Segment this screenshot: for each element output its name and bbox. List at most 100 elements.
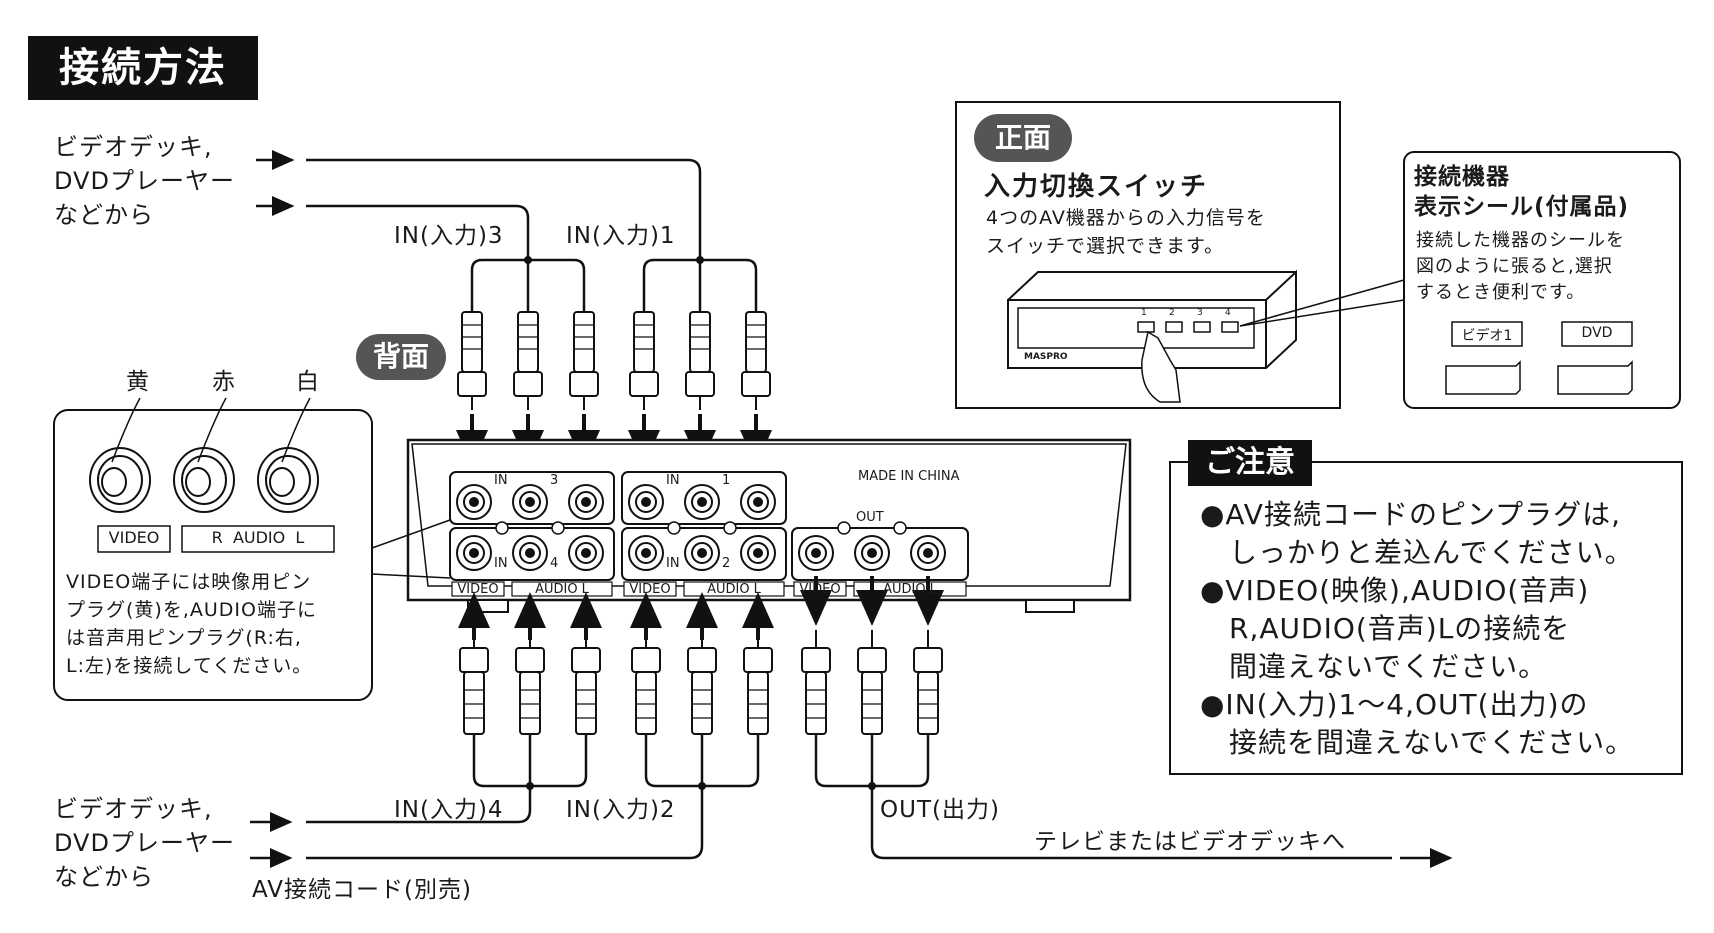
panel-bottom-label-2: AUDIO L: [535, 582, 589, 597]
made-in-label: MADE IN CHINA: [858, 469, 960, 484]
front-desc-line-2: スイッチで選択できます。: [986, 235, 1225, 257]
jack-detail-callout: [53, 397, 451, 701]
sticker-desc-line-2: 図のように張ると,選択: [1416, 256, 1613, 277]
jack-in4-audio-l: [568, 535, 604, 571]
page-title: 接続方法: [28, 36, 258, 100]
source-bottom-line-3: などから: [54, 863, 154, 891]
panel-num-2: 2: [722, 556, 731, 571]
caution-box: [1169, 461, 1683, 775]
color-white: 白: [296, 369, 320, 395]
plug-in1-audio-l: [741, 311, 771, 410]
plug-in3-audio-r: [513, 311, 543, 410]
bottom-plug-ribs: [464, 689, 938, 719]
front-button-4: 4: [1225, 308, 1231, 318]
jack-in4-audio-r: [512, 535, 548, 571]
caution-line-1: ●AV接続コードのピンプラグは,: [1200, 498, 1622, 531]
detail-audio-label: R AUDIO L: [211, 528, 305, 547]
jack-out-audio-l: [910, 535, 946, 571]
caution-line-7: 接続を間違えないでください。: [1200, 726, 1635, 759]
panel-num-1: 1: [722, 473, 731, 488]
sticker-heading-line-1: 接続機器: [1414, 164, 1510, 190]
sticker-heading: 接続機器 表示シール(付属品): [1414, 162, 1629, 222]
panel-bottom-label-5: VIDEO: [799, 582, 841, 597]
panel-bottom-label-4: AUDIO L: [707, 582, 761, 597]
panel-in-label-1: IN: [666, 473, 680, 488]
jack-in4-video: [456, 535, 492, 571]
source-top-line-2: DVDプレーヤー: [54, 167, 235, 195]
panel-bottom-label-1: VIDEO: [457, 582, 499, 597]
jack-out-video: [798, 535, 834, 571]
sticker-item-video1: ビデオ1: [1461, 328, 1513, 344]
jack-detail-line-3: は音声用ピンプラグ(R:右,: [66, 627, 302, 649]
panel-in-label-2: IN: [666, 556, 680, 571]
plug-in1-audio-r: [685, 311, 715, 410]
sticker-item-dvd: DVD: [1581, 325, 1613, 341]
caution-line-5: 間違えないでください。: [1200, 650, 1548, 683]
source-top-line-1: ビデオデッキ,: [54, 133, 213, 161]
sticker-desc-line-1: 接続した機器のシールを: [1416, 230, 1625, 251]
top-plug-ribs: [462, 324, 766, 350]
panel-bottom-label-6: AUDIO L: [883, 582, 937, 597]
source-top: ビデオデッキ, DVDプレーヤー などから: [54, 130, 235, 232]
jack-out-audio-r: [854, 535, 890, 571]
color-yellow: 黄: [126, 369, 150, 395]
plug-in3-audio-l: [569, 311, 599, 410]
jack-in3-video: [456, 484, 492, 520]
front-desc-line-1: 4つのAV機器からの入力信号を: [986, 207, 1266, 229]
source-bottom: ビデオデッキ, DVDプレーヤー などから: [54, 792, 235, 894]
bottom-junctions: [526, 782, 876, 790]
caution-line-4: R,AUDIO(音声)Lの接続を: [1200, 612, 1571, 645]
jack-in2-video: [628, 535, 664, 571]
source-arrows: [250, 150, 1453, 868]
top-cables: [306, 158, 758, 315]
label-out: OUT(出力): [880, 797, 1000, 823]
front-button-2: 2: [1169, 308, 1175, 318]
jack-detail-description: VIDEO端子には映像用ピン プラグ(黄)を,AUDIO端子に は音声用ピンプラ…: [66, 568, 317, 680]
jack-in1-video: [628, 484, 664, 520]
jack-detail-line-2: プラグ(黄)を,AUDIO端子に: [66, 599, 317, 621]
front-button-3: 3: [1197, 308, 1203, 318]
color-red: 赤: [212, 369, 236, 395]
output-destination: テレビまたはビデオデッキへ: [1034, 829, 1346, 855]
jack-in1-audio-r: [684, 484, 720, 520]
jack-in2-audio-r: [684, 535, 720, 571]
label-in3: IN(入力)3: [394, 223, 504, 249]
jack-in3-audio-l: [568, 484, 604, 520]
plug-in3-video: [457, 311, 487, 410]
jack-detail-line-1: VIDEO端子には映像用ピン: [66, 571, 312, 593]
insert-arrows-bottom: [458, 592, 774, 640]
panel-num-4: 4: [550, 556, 559, 571]
cable-note: AV接続コード(別売): [252, 877, 472, 903]
sticker-heading-line-2: 表示シール(付属品): [1414, 194, 1630, 220]
ground-screws: [495, 521, 907, 535]
front-button-1: 1: [1141, 308, 1147, 318]
caution-tab: ご注意: [1188, 440, 1312, 486]
plug-in1-video: [629, 311, 659, 410]
jacks: [456, 484, 946, 571]
caution-line-6: ●IN(入力)1〜4,OUT(出力)の: [1200, 688, 1589, 721]
top-junctions: [524, 256, 704, 264]
front-heading: 入力切換スイッチ: [984, 172, 1209, 202]
caution-list: ●AV接続コードのピンプラグは, しっかりと差込んでください。 ●VIDEO(映…: [1200, 496, 1634, 762]
caution-line-3: ●VIDEO(映像),AUDIO(音声): [1200, 574, 1590, 607]
sticker-desc-line-3: するとき便利です。: [1416, 282, 1586, 303]
source-bottom-line-1: ビデオデッキ,: [54, 795, 213, 823]
label-in1: IN(入力)1: [566, 223, 676, 249]
label-in4: IN(入力)4: [394, 797, 504, 823]
panel-bottom-label-3: VIDEO: [629, 582, 671, 597]
source-top-line-3: などから: [54, 201, 154, 229]
front-description: 4つのAV機器からの入力信号を スイッチで選択できます。: [986, 204, 1266, 260]
top-plugs: [457, 311, 771, 410]
back-label: 背面: [356, 334, 446, 380]
caution-line-2: しっかりと差込んでください。: [1200, 536, 1634, 569]
brand-logo: MASPRO: [1024, 352, 1068, 362]
label-in2: IN(入力)2: [566, 797, 676, 823]
sticker-box: [1239, 151, 1681, 409]
panel-out-label: OUT: [856, 510, 884, 525]
front-label: 正面: [974, 114, 1072, 162]
panel-in-label-4: IN: [494, 556, 508, 571]
jack-in3-audio-r: [512, 484, 548, 520]
panel-num-3: 3: [550, 473, 559, 488]
panel-in-label-3: IN: [494, 473, 508, 488]
